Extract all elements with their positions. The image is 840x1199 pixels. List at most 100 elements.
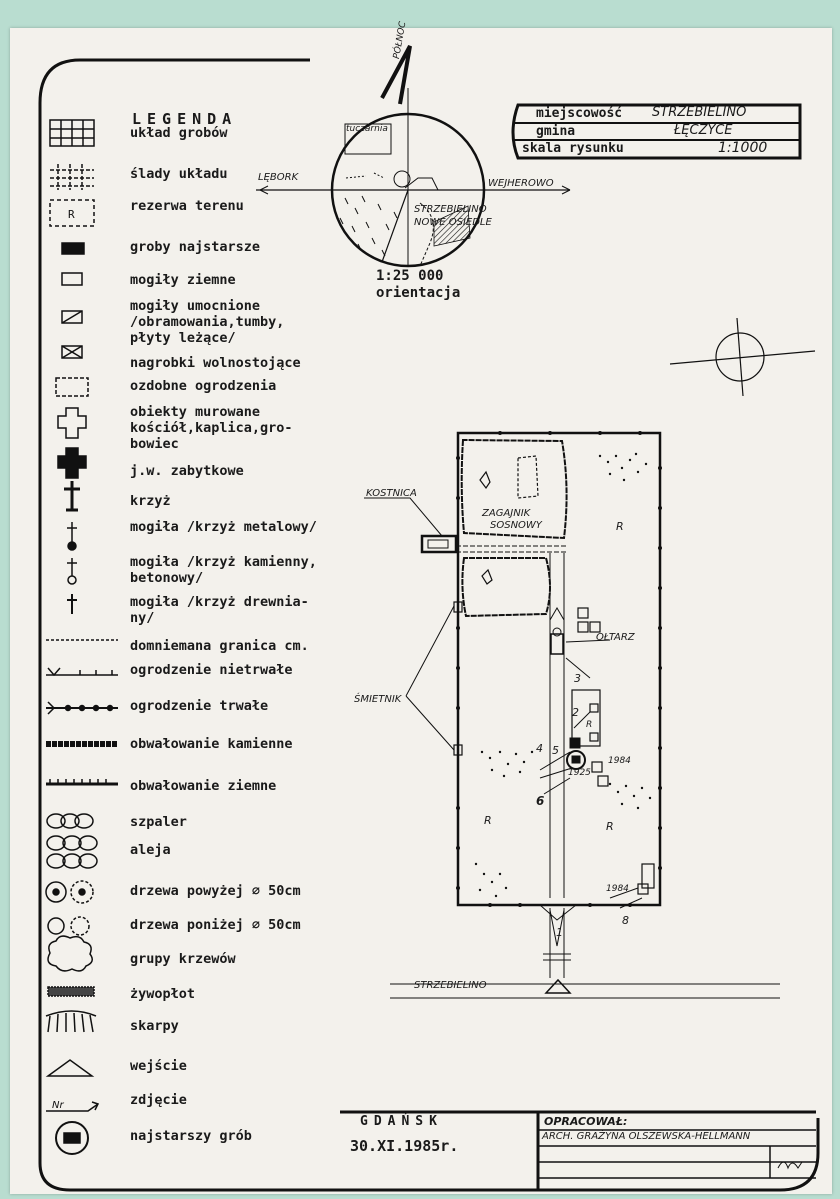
legend-item-label: mogiła /krzyż kamienny, betonowy/: [130, 554, 317, 586]
temporary-fence-icon: [46, 667, 118, 677]
grave-grid-icon: [49, 119, 95, 147]
header-box: [511, 103, 802, 160]
place-value: STRZEBIELINO: [652, 105, 747, 120]
wooden-cross-grave-icon: [67, 594, 77, 614]
hedge-row-icon: [46, 813, 94, 829]
stone-cross-grave-icon: [67, 558, 77, 585]
legend-item: żywopłot: [10, 986, 340, 1012]
photo-number-6: 6: [536, 794, 545, 808]
legend-item-label: ogrodzenie trwałe: [130, 698, 269, 714]
legend-item-label: mogiła /krzyż drewnia- ny/: [130, 594, 309, 626]
photo-number-5: 5: [552, 744, 559, 757]
legend-item: szpaler: [10, 814, 340, 840]
legend-item: nagrobki wolnostojące: [10, 355, 340, 381]
photo-number-1: 1: [556, 926, 563, 939]
cemetery-plan-drawing: R: [38, 45, 820, 1192]
earth-embankment-icon: [46, 779, 118, 786]
legend-item-label: ślady układu: [130, 166, 228, 182]
legend-item: układ grobów: [10, 125, 340, 151]
legend-item-label: mogiła /krzyż metalowy/: [130, 519, 317, 535]
tree-under-50-icon: [47, 916, 90, 936]
svg-text:Nr: Nr: [52, 1100, 64, 1111]
photo-number-8: 8: [622, 914, 629, 927]
author-name: ARCH. GRAŻYNA OLSZEWSKA-HELLMANN: [542, 1131, 751, 1142]
slope-icon: [45, 1010, 97, 1033]
reserve-label-1: R: [616, 520, 624, 533]
legend-item-label: drzewa poniżej ∅ 50cm: [130, 917, 301, 933]
legend-item: rezerwa terenu: [10, 198, 340, 224]
feature-label: tuczarnia: [346, 124, 388, 134]
photo-icon: Nr: [46, 1100, 100, 1112]
metal-cross-grave-icon: [67, 522, 77, 551]
legend-item: mogiła /krzyż kamienny, betonowy/: [10, 554, 340, 586]
legend-item-label: rezerwa terenu: [130, 198, 244, 214]
legend-item-label: ozdobne ogrodzenia: [130, 378, 277, 394]
drawing-sheet: R: [10, 21, 832, 1194]
alley-icon: [46, 835, 98, 869]
legend-item-label: grupy krzewów: [130, 951, 236, 967]
altar-label: OŁTARZ: [596, 632, 635, 643]
legend-item-label: j.w. zabytkowe: [130, 463, 244, 479]
legend-item-label: nagrobki wolnostojące: [130, 355, 301, 371]
estate-label-1: STRZEBIELINO: [414, 204, 487, 215]
oldest-graves-icon: [61, 242, 85, 255]
place-label: miejscowość: [536, 106, 623, 121]
hedge-icon: [47, 986, 95, 997]
orientation-scale: 1:25 000: [376, 268, 444, 284]
legend-item: ogrodzenie nietrwałe: [10, 662, 340, 688]
legend-item: zdjęcie: [10, 1092, 340, 1118]
legend-item: mogiła /krzyż metalowy/: [10, 519, 340, 545]
year-1925-label: 1925: [568, 768, 591, 778]
legend-item: drzewa poniżej ∅ 50cm: [10, 917, 340, 943]
footer-box: [340, 1110, 816, 1190]
legend-item-label: obiekty murowane kościół,kaplica,gro- bo…: [130, 404, 293, 452]
legend-item: groby najstarsze: [10, 239, 340, 265]
photo-number-3: 3: [574, 672, 581, 685]
shrub-group-icon: [47, 935, 93, 972]
scale-value: 1:1000: [718, 140, 768, 156]
scale-label: skala rysunku: [522, 141, 624, 156]
legend-item: obiekty murowane kościół,kaplica,gro- bo…: [10, 404, 340, 452]
legend-item-label: żywopłot: [130, 986, 196, 1002]
legend-item: aleja: [10, 842, 340, 868]
west-label: LĘBORK: [258, 172, 299, 183]
reserve-label-2: R: [484, 814, 492, 827]
footer-date: 30.XI.1985r.: [350, 1137, 459, 1155]
permanent-fence-icon: [46, 701, 118, 715]
prepared-label: OPRACOWAŁ:: [544, 1115, 628, 1128]
legend-item-label: najstarszy grób: [130, 1128, 252, 1144]
legend-item: obwałowanie kamienne: [10, 736, 340, 762]
legend-item: mogiła /krzyż drewnia- ny/: [10, 594, 340, 626]
legend-item-label: obwałowanie ziemne: [130, 778, 277, 794]
legend-item: ozdobne ogrodzenia: [10, 378, 340, 404]
legend-item: ogrodzenie trwałe: [10, 698, 340, 724]
year-1984-label-a: 1984: [608, 756, 631, 766]
legend-item-label: ogrodzenie nietrwałe: [130, 662, 293, 678]
grave-trace-grid-icon: [50, 164, 94, 190]
legend-item: mogiły umocnione /obramowania,tumby, pły…: [10, 298, 340, 346]
commune-label: gmina: [536, 124, 576, 139]
reserve-r-icon: R: [49, 199, 95, 227]
freestanding-tombstone-icon: [61, 345, 83, 359]
legend-item-label: obwałowanie kamienne: [130, 736, 293, 752]
legend-item-label: aleja: [130, 842, 171, 858]
legend-item: j.w. zabytkowe: [10, 463, 340, 489]
pine-grove-label-2: SOSNOWY: [490, 520, 542, 531]
east-label: WEJHEROWO: [488, 178, 554, 189]
entrance-icon: [45, 1059, 95, 1077]
decorative-fence-icon: [55, 377, 89, 397]
legend-item-label: układ grobów: [130, 125, 228, 141]
reserve-label-3: R: [606, 820, 614, 833]
legend-symbols: R: [45, 119, 118, 1155]
earth-grave-icon: [61, 272, 83, 286]
photo-number-2: 2: [572, 706, 579, 719]
legend-item-label: domniemana granica cm.: [130, 638, 309, 654]
pine-grove-label-1: ZAGAJNIK: [482, 508, 531, 519]
legend-item: drzewa powyżej ∅ 50cm: [10, 883, 340, 909]
ossuary-label: KOSTNICA: [366, 488, 417, 499]
legend-item-label: skarpy: [130, 1018, 179, 1034]
legend-item: krzyż: [10, 493, 340, 519]
orientation-map: [256, 45, 571, 268]
reinforced-grave-icon: [61, 310, 83, 324]
legend-item-label: szpaler: [130, 814, 187, 830]
